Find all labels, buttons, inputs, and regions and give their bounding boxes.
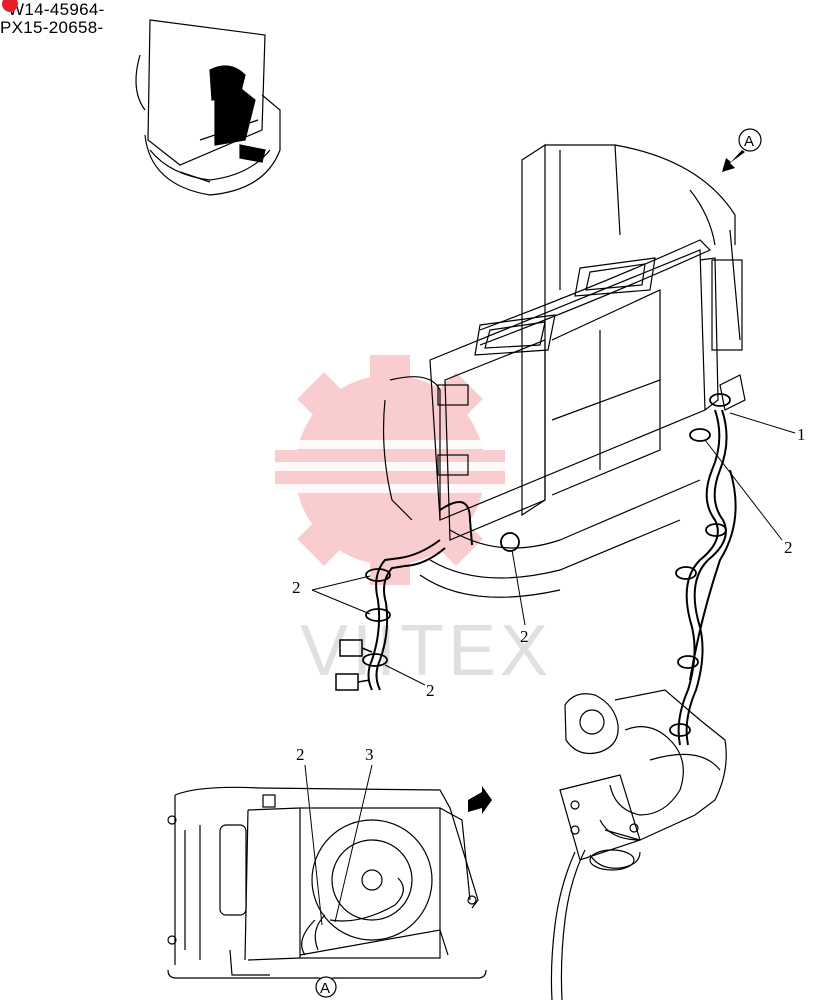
radiator-housing [382, 143, 746, 598]
callout-1: 1 [797, 425, 806, 444]
ac-hose-assembly [677, 409, 737, 746]
serial-number-line-1: W14-45964- [2, 0, 105, 20]
callout-2-left-lower: 2 [426, 681, 435, 700]
watermark-text: VIITEX [300, 611, 552, 691]
view-direction-arrow-icon [722, 150, 745, 172]
machine-locator-illustration [135, 19, 281, 196]
view-a-letter-main: A [744, 133, 754, 150]
serial-number-line-2: PX15-20658- [0, 18, 104, 37]
inset-callout-3: 3 [365, 745, 374, 764]
inset-callout-2: 2 [296, 745, 305, 764]
inset-detail-view [167, 786, 479, 976]
view-a-letter-inset: A [320, 980, 330, 997]
view-a-marker-main: A [722, 128, 762, 172]
electrical-connectors [335, 639, 373, 691]
red-marker-dot [2, 0, 18, 12]
serial-text-1: W14-45964- [8, 0, 105, 19]
inset-leader-lines [304, 764, 373, 926]
view-a-marker-inset: A [315, 976, 337, 998]
leader-lines [311, 412, 796, 686]
compressor-assembly [550, 689, 727, 1000]
ac-hose-left [367, 501, 473, 691]
callout-2-center: 2 [520, 627, 529, 646]
hose-clamps [362, 393, 731, 737]
watermark-stripes [240, 440, 540, 493]
inset-arrow-icon [468, 786, 492, 814]
callout-2-left-upper: 2 [292, 578, 301, 597]
callout-2-right: 2 [784, 538, 793, 557]
